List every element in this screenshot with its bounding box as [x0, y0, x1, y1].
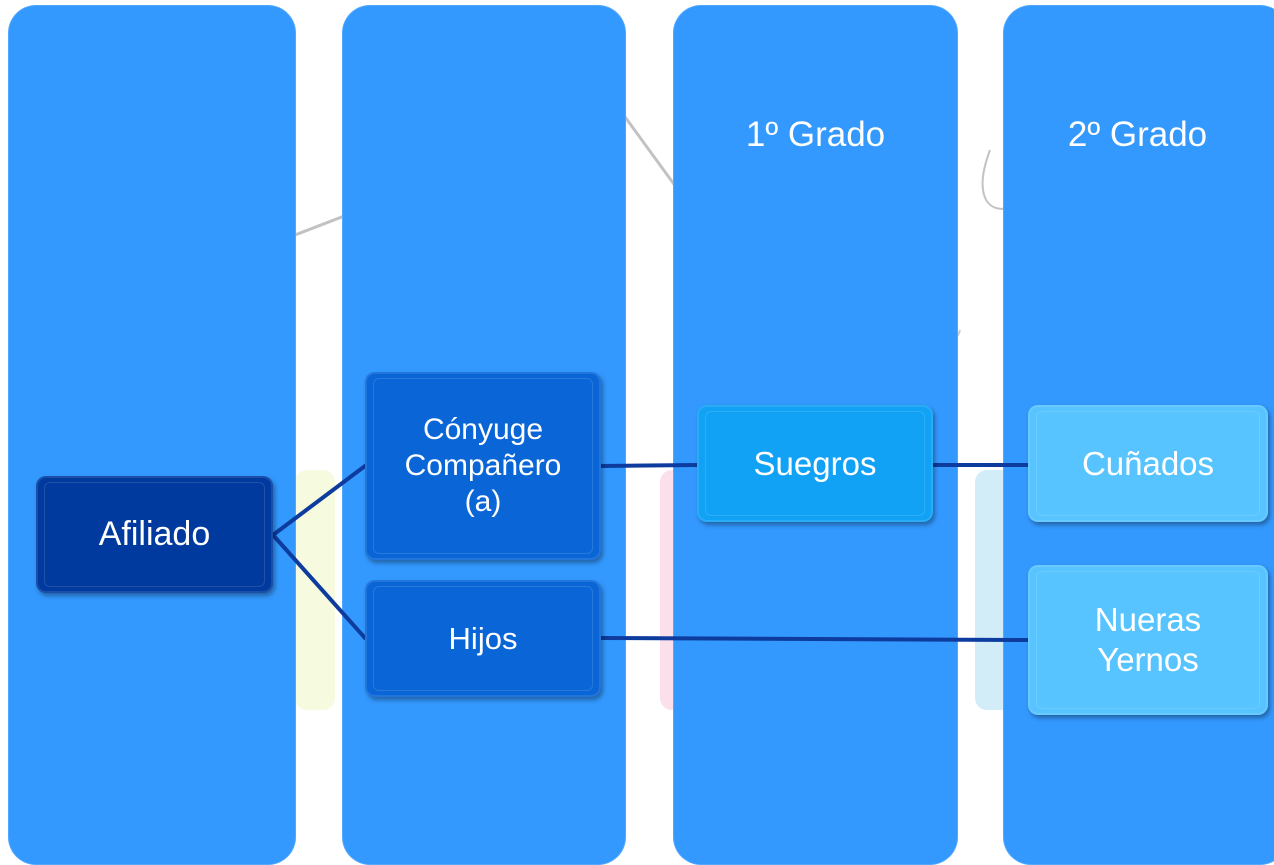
node-label: Suegros — [753, 444, 877, 482]
node-label-line: (a) — [464, 485, 502, 518]
node-label-line: Cónyuge — [422, 413, 544, 446]
node-cunados: Cuñados — [1028, 405, 1268, 522]
column-header-first-degree: 1º Grado — [745, 115, 886, 154]
node-hijos: Hijos — [365, 580, 601, 697]
node-suegros: Suegros — [697, 405, 933, 522]
node-label-line: Nueras — [1094, 601, 1202, 639]
node-label-line: Compañero — [404, 449, 562, 482]
node-label: Cuñados — [1081, 444, 1215, 482]
node-conyuge: Cónyuge Compañero (a) — [365, 372, 601, 560]
node-label: Hijos — [448, 620, 518, 656]
column-afiliado — [8, 5, 296, 865]
node-nueras-yernos: Nueras Yernos — [1028, 565, 1268, 715]
node-label: Afiliado — [98, 515, 211, 554]
column-header-second-degree: 2º Grado — [1067, 115, 1208, 154]
node-label-line: Yernos — [1097, 641, 1199, 678]
node-afiliado: Afiliado — [36, 476, 273, 593]
